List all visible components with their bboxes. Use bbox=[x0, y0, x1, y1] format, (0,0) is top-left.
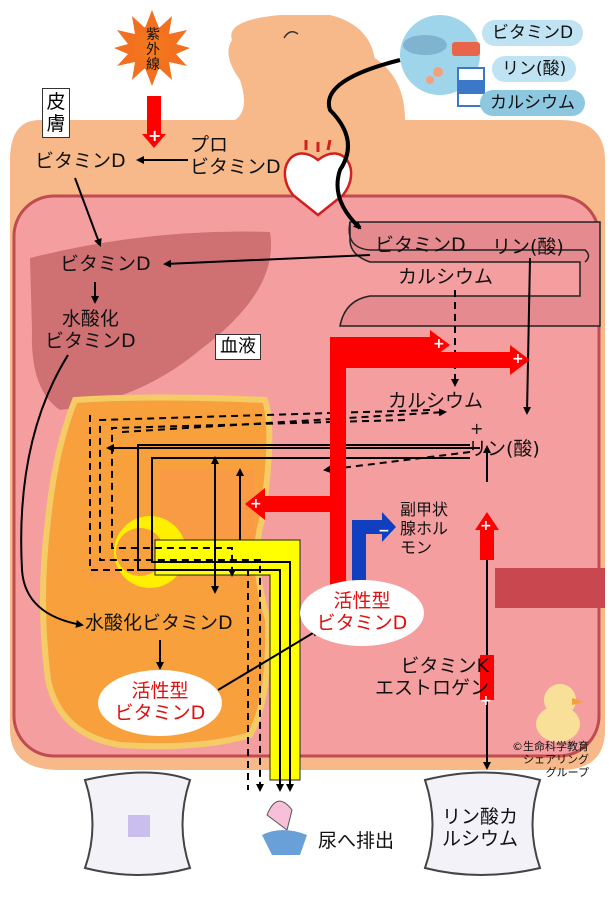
pth-label: 副甲状 腺ホル モン bbox=[400, 500, 449, 557]
credit-label: ©生命科学教育 シェアリング グループ bbox=[512, 740, 589, 779]
uv-arrow bbox=[147, 96, 161, 134]
plus-sign-gut-1: + bbox=[433, 336, 445, 352]
plus-sign-uv: + bbox=[148, 126, 162, 145]
skin-label: 皮膚 bbox=[42, 88, 70, 138]
blood-calcium-label: カルシウム bbox=[388, 390, 484, 412]
bone-mineral-label: リン酸カ ルシウム bbox=[442, 806, 519, 850]
food-item-vitamin-d: ビタミンD bbox=[482, 20, 584, 46]
blood-label: 血液 bbox=[215, 334, 261, 360]
food-illustration bbox=[400, 15, 485, 107]
intestine bbox=[339, 221, 601, 327]
red-stimulation-arrows bbox=[245, 330, 530, 700]
liver-vitamin-d-label: ビタミンD bbox=[60, 253, 151, 275]
liver bbox=[30, 231, 272, 410]
food-item-calcium: カルシウム bbox=[480, 90, 585, 116]
right-bone bbox=[423, 771, 542, 876]
kidney-hydroxy-label: 水酸化ビタミンD bbox=[85, 612, 233, 634]
plus-sign-bone-up: + bbox=[480, 518, 492, 534]
plus-sign-bone-down: + bbox=[480, 693, 492, 709]
duck-mascot bbox=[536, 684, 584, 742]
pth-arrow bbox=[352, 512, 396, 582]
gut-phosphate-label: リン(酸) bbox=[492, 236, 564, 258]
gut-calcium-label: カルシウム bbox=[398, 266, 494, 288]
urine-label: 尿へ排出 bbox=[318, 830, 395, 852]
active-vitamin-d-blood: 活性型 ビタミンD bbox=[300, 580, 424, 646]
blood-plus-label: + bbox=[470, 419, 484, 438]
minus-sign-pth: − bbox=[378, 523, 390, 539]
sun-label: 紫外線 bbox=[146, 27, 160, 73]
right-muscle-bar bbox=[495, 568, 605, 608]
plus-sign-kidney: + bbox=[250, 496, 262, 512]
pro-vitamin-d-label: プロ ビタミンD bbox=[190, 134, 281, 178]
blood-phosphate-label: リン(酸) bbox=[468, 438, 540, 460]
plus-sign-gut-2: + bbox=[512, 351, 524, 367]
active-vitamin-d-kidney: 活性型 ビタミンD bbox=[98, 670, 222, 736]
skin-vitamin-d-label: ビタミンD bbox=[35, 150, 126, 172]
liver-hydroxy-label: 水酸化 ビタミンD bbox=[45, 308, 136, 352]
heart-icon bbox=[283, 139, 353, 217]
urine-channel bbox=[154, 539, 301, 781]
food-item-phosphate: リン(酸) bbox=[492, 56, 577, 82]
gut-vitamin-d-label: ビタミンD bbox=[375, 234, 466, 256]
sun-icon bbox=[114, 10, 190, 86]
toilet-icon bbox=[262, 800, 307, 855]
dashed-flow-arrows bbox=[89, 290, 471, 792]
ear-curve bbox=[283, 31, 299, 39]
food-to-gut-arrow bbox=[326, 58, 401, 230]
vitk-estrogen-label: ビタミンK エストロゲン bbox=[375, 655, 490, 699]
